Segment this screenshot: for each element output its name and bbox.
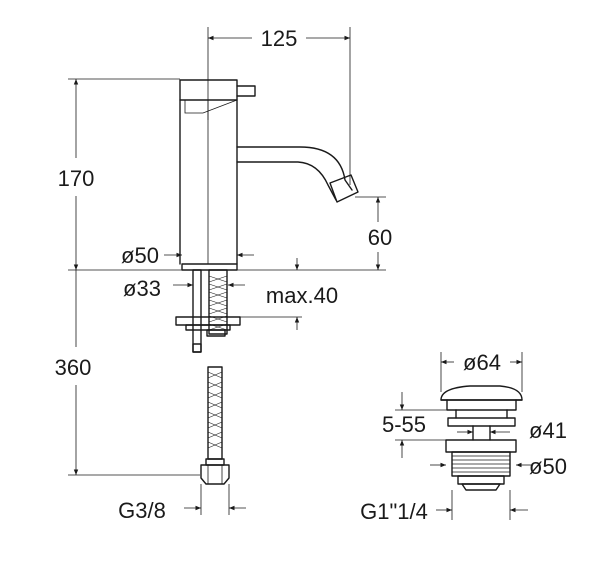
faucet-spout-top bbox=[236, 146, 353, 191]
faucet-handle-cap bbox=[179, 79, 238, 101]
drain-body bbox=[445, 439, 517, 453]
faucet-aerator bbox=[329, 174, 359, 203]
drain-inner-label: ø41 bbox=[529, 418, 567, 443]
drain-thread-label: G1"1/4 bbox=[360, 499, 428, 524]
drain-cap-label: ø64 bbox=[463, 350, 501, 375]
hose-braided-top bbox=[208, 269, 228, 335]
faucet-drawing bbox=[175, 79, 359, 485]
dim-max-deck-label: max.40 bbox=[266, 283, 338, 308]
drain-body-label: ø50 bbox=[529, 454, 567, 479]
drain-flange bbox=[447, 417, 516, 427]
dim-hole-label: ø33 bbox=[123, 276, 161, 301]
faucet-lever bbox=[236, 85, 256, 97]
faucet-body bbox=[179, 99, 238, 265]
dim-height-label: 170 bbox=[58, 166, 95, 191]
dim-spout-label: 60 bbox=[368, 225, 392, 250]
hose-nut bbox=[200, 464, 230, 485]
faucet-dimensions: 125 170 60 ø50 ø33 max.40 360 bbox=[55, 26, 393, 523]
dim-hose-thread-label: G3/8 bbox=[118, 498, 166, 523]
dim-hose-length-label: 360 bbox=[55, 355, 92, 380]
drain-dimensions: ø64 5-55 ø41 ø50 G1"1/4 bbox=[360, 350, 567, 524]
drain-drawing bbox=[440, 385, 523, 491]
drain-range-label: 5-55 bbox=[382, 412, 426, 437]
mounting-plate bbox=[175, 316, 241, 326]
faucet-base bbox=[181, 263, 238, 271]
dim-width-label: 125 bbox=[261, 26, 298, 51]
dim-base-label: ø50 bbox=[121, 243, 159, 268]
drain-cap bbox=[440, 385, 523, 401]
faucet-spout-bottom bbox=[236, 161, 337, 201]
